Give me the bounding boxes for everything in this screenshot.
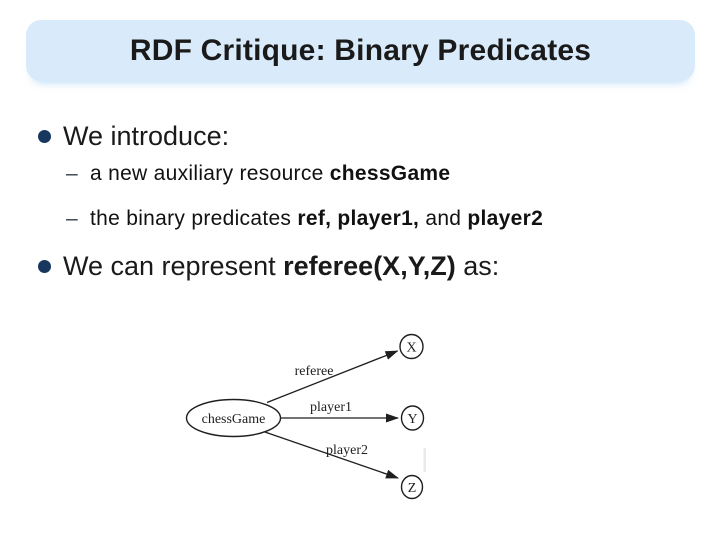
edge-label-player2: player2 [326,443,368,458]
text-segment: as: [455,251,500,281]
slide-title: RDF Critique: Binary Predicates [129,33,592,67]
text-segment-bold: referee(X,Y,Z) [283,251,456,281]
rdf-graph-diagram: referee player1 player2 chessGame X Y Z [185,333,426,500]
text-segment: the binary predicates [89,207,298,230]
text-segment-bold: player1, [337,207,420,230]
bullet-we-can-represent: We can represent referee(X,Y,Z) as: [38,251,499,281]
edge-player2-arrow [261,430,399,479]
bullet-disc-icon [38,130,51,143]
edge-label-referee: referee [295,364,334,379]
sub-bullet-text: a new auxiliary resource chessGame [90,160,450,187]
bullet-text: We can represent referee(X,Y,Z) as: [63,251,499,281]
node-x-circle [399,333,424,360]
title-bar: RDF Critique: Binary Predicates [26,20,695,81]
chessgame-ellipse [185,398,282,438]
sub-bullet-auxiliary-resource: – a new auxiliary resource chessGame [66,160,450,187]
scan-artifact [423,448,426,472]
node-x-label: X [406,341,416,356]
edge-label-player1: player1 [310,400,352,415]
node-z-label: Z [408,481,417,496]
text-segment: We can represent [63,251,284,281]
text-segment-bold: chessGame [329,162,451,185]
sub-bullet-text: the binary predicates ref, player1, and … [90,205,543,232]
text-segment: and [419,207,468,230]
edge-referee-arrow [266,350,399,404]
node-y-label: Y [407,412,417,427]
text-segment-bold: player2 [467,207,544,230]
chessgame-label: chessGame [202,412,266,427]
node-y-circle [400,405,425,431]
bullet-text: We introduce: [63,121,230,151]
bullet-we-introduce: We introduce: [38,121,229,151]
text-segment-bold: ref, [297,207,332,230]
bullet-disc-icon [38,260,51,273]
text-segment: a new auxiliary resource [89,162,330,185]
dash-icon: – [66,207,78,230]
sub-bullet-binary-predicates: – the binary predicates ref, player1, an… [66,205,543,232]
node-z-circle [400,474,424,500]
dash-icon: – [66,162,78,185]
